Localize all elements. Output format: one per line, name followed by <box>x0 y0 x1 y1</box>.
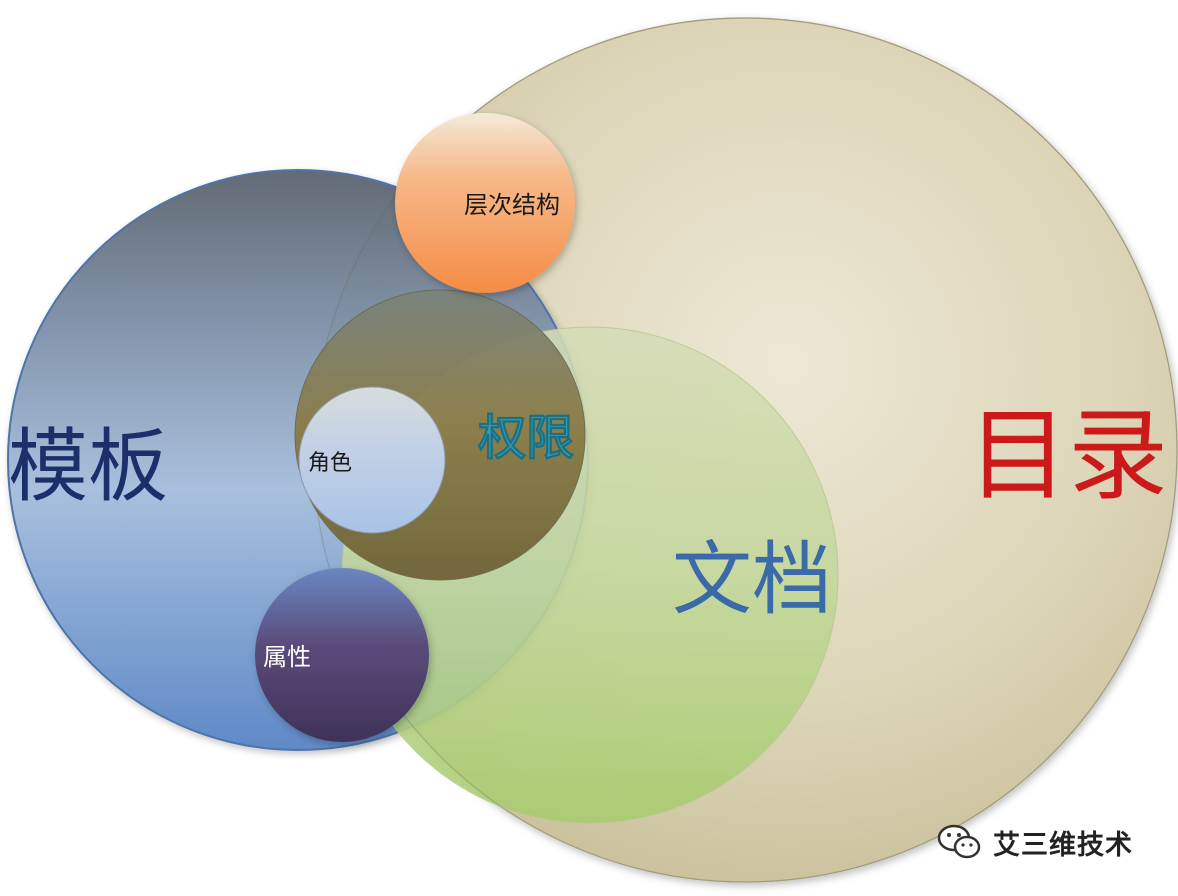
document-label: 文档 <box>672 533 832 626</box>
attribute-label: 属性 <box>263 643 311 671</box>
role-circle <box>298 386 446 534</box>
watermark: 艾三维技术 <box>935 822 1133 862</box>
attribute-circle <box>255 568 429 742</box>
wechat-icon <box>937 824 981 859</box>
catalog-label: 目录 <box>968 397 1168 514</box>
role-label: 角色 <box>308 451 352 476</box>
hierarchy-label: 层次结构 <box>464 191 560 219</box>
hierarchy-circle <box>395 113 575 293</box>
watermark-text: 艾三维技术 <box>993 829 1133 861</box>
permission-label: 权限 <box>477 410 574 466</box>
template-label: 模板 <box>8 420 168 513</box>
